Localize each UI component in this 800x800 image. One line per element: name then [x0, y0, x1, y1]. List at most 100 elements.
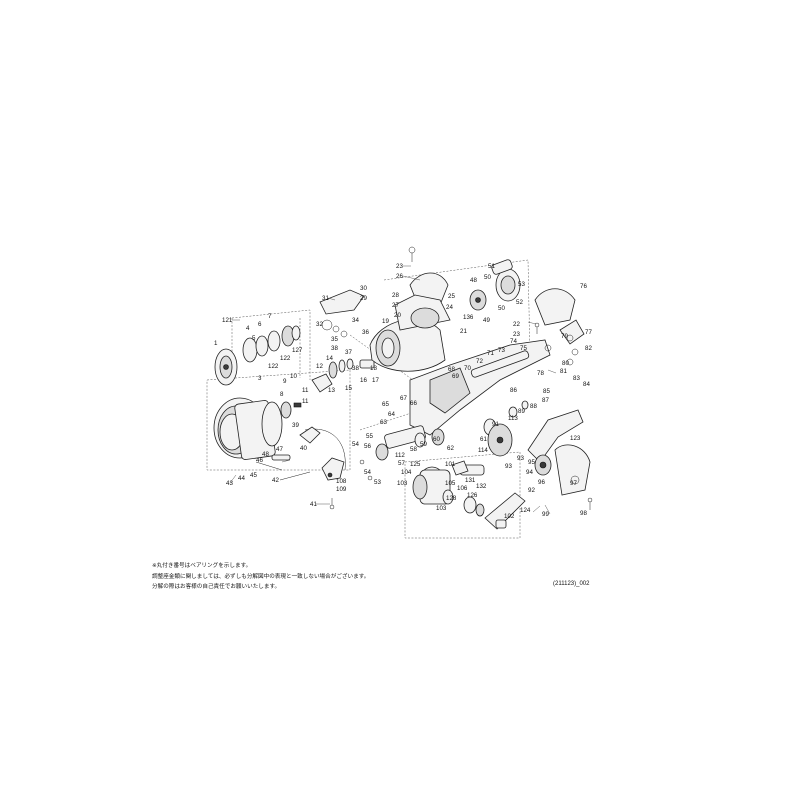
part-label-48: 48: [470, 277, 477, 284]
part-label-21: 21: [460, 328, 467, 335]
part-label-124: 124: [520, 507, 531, 514]
part-label-49: 49: [483, 317, 490, 324]
part-label-106: 106: [457, 485, 468, 492]
part-label-128: 128: [446, 495, 457, 502]
part-label-1: 1: [214, 340, 218, 347]
leader-lines: [229, 265, 557, 515]
part-label-15: 15: [345, 385, 352, 392]
part-label-83: 83: [573, 375, 580, 382]
part-label-14: 14: [326, 355, 333, 362]
part-label-65: 65: [382, 401, 389, 408]
part-label-36: 36: [362, 329, 369, 336]
part-label-95: 95: [528, 459, 535, 466]
part-label-9: 9: [283, 378, 287, 385]
misc-small-parts: [329, 246, 593, 510]
part-label-102: 102: [504, 513, 515, 520]
part-label-81: 81: [560, 368, 567, 375]
part-label-55: 55: [366, 433, 373, 440]
part-label-26: 26: [396, 273, 403, 280]
part-label-38: 38: [331, 345, 338, 352]
part-label-35: 35: [331, 336, 338, 343]
part-label-93: 93: [517, 455, 524, 462]
part-label-17: 17: [372, 377, 379, 384]
part-label-10: 10: [290, 373, 297, 380]
part-label-52: 52: [516, 299, 523, 306]
main-shaft-group: [375, 400, 529, 461]
part-label-13: 13: [328, 387, 335, 394]
part-label-72: 72: [476, 358, 483, 365]
part-label-70: 70: [464, 365, 471, 372]
part-label-12: 12: [316, 363, 323, 370]
part-label-108: 108: [336, 478, 347, 485]
part-label-98: 98: [580, 510, 587, 517]
part-label-77: 77: [585, 329, 592, 336]
part-label-38: 38: [352, 365, 359, 372]
part-label-25: 25: [448, 293, 455, 300]
part-label-125: 125: [410, 461, 421, 468]
part-label-22: 22: [513, 321, 520, 328]
part-label-50: 50: [484, 274, 491, 281]
part-label-8: 8: [280, 391, 284, 398]
part-label-97: 97: [570, 480, 577, 487]
part-label-101: 101: [445, 461, 456, 468]
part-label-29: 29: [360, 295, 367, 302]
drive-gear-group: [412, 460, 526, 530]
part-label-53: 53: [374, 479, 381, 486]
part-label-105: 105: [445, 480, 456, 487]
part-label-54: 54: [364, 469, 371, 476]
part-label-18: 18: [370, 365, 377, 372]
part-label-122: 122: [280, 355, 291, 362]
part-label-50: 50: [498, 305, 505, 312]
rotor-assembly: [369, 272, 451, 372]
handle-group: [527, 409, 591, 496]
part-label-3: 3: [258, 375, 262, 382]
part-label-37: 37: [345, 349, 352, 356]
part-label-53: 53: [518, 281, 525, 288]
part-label-58: 58: [410, 446, 417, 453]
footnote-washers: 調整座金類に関しましては、必ずしも分解図中の表現と一致しない場合がございます。: [152, 573, 370, 580]
part-label-6: 6: [258, 321, 262, 328]
part-label-4: 4: [246, 325, 250, 332]
part-label-11: 11: [302, 398, 309, 405]
part-label-79: 79: [561, 333, 568, 340]
part-label-103: 103: [397, 480, 408, 487]
part-label-113: 113: [508, 415, 518, 422]
part-label-59: 59: [420, 441, 427, 448]
spool-assembly: [213, 325, 302, 471]
part-label-93: 93: [505, 463, 512, 470]
part-label-46: 46: [256, 457, 263, 464]
part-label-78: 78: [537, 370, 544, 377]
part-label-122: 122: [268, 363, 279, 370]
part-label-85: 85: [543, 388, 550, 395]
part-label-66: 66: [410, 400, 417, 407]
part-label-31: 31: [322, 295, 329, 302]
part-label-109: 109: [336, 486, 347, 493]
part-label-43: 43: [226, 480, 233, 487]
part-label-42: 42: [272, 477, 279, 484]
part-label-32: 32: [316, 321, 323, 328]
part-label-103: 103: [436, 505, 447, 512]
footnote-bearing: ※丸付き番号はベアリングを示します。: [152, 563, 252, 569]
part-label-40: 40: [300, 445, 307, 452]
footnotes: ※丸付き番号はベアリングを示します。 調整座金類に関しましては、必ずしも分解図中…: [152, 561, 482, 593]
part-label-87: 87: [542, 397, 549, 404]
part-label-47: 47: [276, 446, 283, 453]
part-label-112: 112: [395, 452, 405, 459]
part-label-61: 61: [480, 436, 487, 443]
part-label-104: 104: [401, 469, 412, 476]
part-label-28: 28: [392, 292, 399, 299]
part-label-68: 68: [448, 366, 455, 373]
part-label-123: 123: [570, 435, 581, 442]
part-label-136: 136: [463, 314, 474, 321]
part-label-23: 23: [396, 263, 403, 270]
part-label-34: 34: [352, 317, 359, 324]
part-label-73: 73: [498, 347, 505, 354]
part-label-19: 19: [382, 318, 389, 325]
part-label-127: 127: [292, 347, 303, 354]
part-label-5: 5: [252, 335, 256, 342]
part-label-27: 27: [392, 302, 399, 309]
part-label-131: 131: [465, 477, 476, 484]
part-label-84: 84: [583, 381, 590, 388]
part-label-64: 64: [388, 411, 395, 418]
part-label-23: 23: [513, 331, 520, 338]
